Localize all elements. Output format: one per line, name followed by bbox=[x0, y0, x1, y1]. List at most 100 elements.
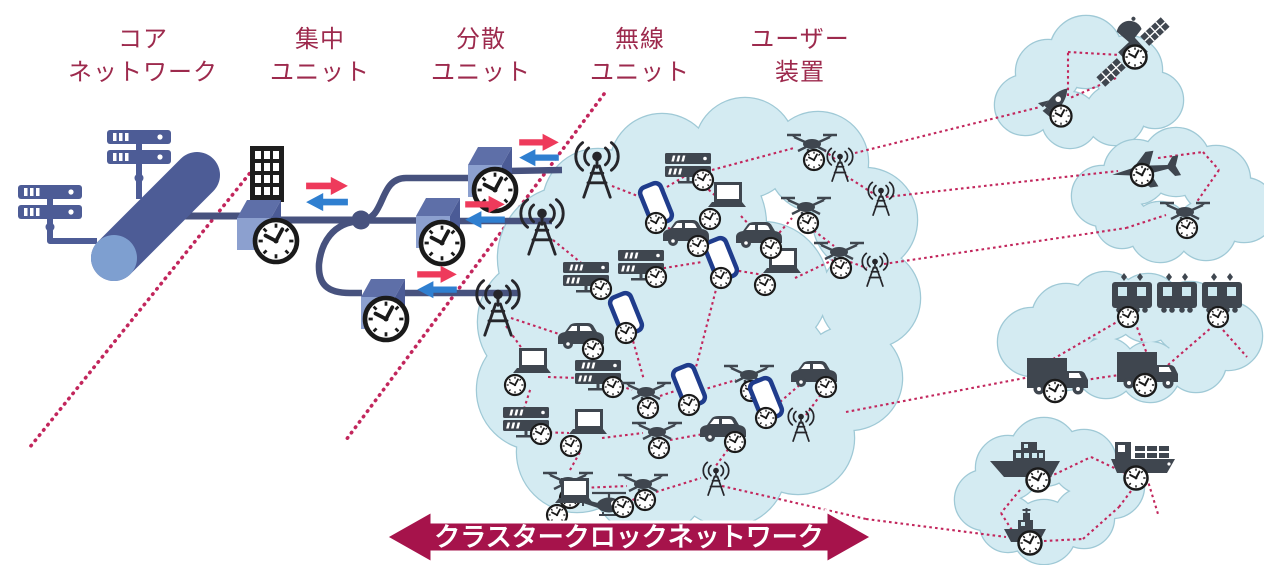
clock-icon bbox=[753, 273, 777, 297]
label-radio-unit: 無線 bbox=[615, 25, 665, 53]
cloud-shape bbox=[475, 96, 922, 538]
clock-icon bbox=[1175, 216, 1199, 240]
dotted-link bbox=[552, 239, 586, 267]
banner-label: クラスタークロックネットワーク bbox=[434, 523, 823, 553]
dotted-link bbox=[1000, 512, 1016, 536]
dotted-link bbox=[651, 260, 703, 272]
label-core-network: コア bbox=[118, 25, 168, 53]
dotted-link bbox=[794, 259, 834, 279]
label-radio-unit: ユニット bbox=[590, 58, 690, 86]
label-distributed-unit: 分散 bbox=[456, 25, 506, 53]
clock-icon bbox=[754, 406, 778, 430]
server-icon bbox=[107, 130, 171, 164]
dotted-link bbox=[701, 378, 737, 392]
dotted-link bbox=[883, 226, 1127, 266]
label-centralized-unit: ユニット bbox=[270, 58, 370, 86]
clock-icon bbox=[1122, 44, 1148, 70]
clock-icon bbox=[644, 265, 668, 289]
dotted-link bbox=[805, 389, 825, 416]
dotted-link bbox=[711, 146, 795, 172]
clock-icon bbox=[644, 211, 668, 235]
dotted-link bbox=[865, 517, 1007, 539]
dotted-link bbox=[661, 175, 686, 191]
clock-icon bbox=[796, 211, 820, 235]
section-labels: コア ネットワーク 集中 ユニット 分散 ユニット 無線 ユニット ユーザー 装… bbox=[68, 25, 850, 86]
section-separators bbox=[28, 92, 606, 449]
clock-icon bbox=[529, 422, 553, 446]
clock-icon bbox=[802, 148, 826, 172]
server-stem bbox=[47, 217, 97, 244]
dotted-link bbox=[669, 431, 710, 442]
dotted-link bbox=[522, 386, 533, 410]
label-core-network: ネットワーク bbox=[68, 58, 218, 86]
clock-icon bbox=[686, 234, 710, 258]
dotted-link bbox=[1125, 214, 1167, 229]
clock-icon bbox=[698, 207, 722, 231]
clock-icon bbox=[1129, 162, 1155, 188]
dotted-link bbox=[611, 185, 649, 201]
clock-icon bbox=[759, 236, 783, 260]
dotted-link bbox=[885, 169, 1119, 199]
clock-icon bbox=[636, 396, 660, 420]
separator-line bbox=[28, 156, 264, 449]
label-distributed-unit: ユニット bbox=[431, 58, 531, 86]
dotted-link bbox=[1043, 537, 1084, 543]
clock-icon bbox=[633, 488, 657, 512]
dotted-link bbox=[1222, 329, 1248, 358]
dotted-link bbox=[823, 149, 837, 161]
clock-icon bbox=[1116, 305, 1140, 329]
clock-icon bbox=[559, 434, 583, 458]
clock-icon bbox=[255, 220, 297, 262]
clock-icon bbox=[601, 375, 625, 399]
clock-icon bbox=[814, 375, 838, 399]
banner-double-arrow bbox=[382, 508, 876, 565]
dotted-link bbox=[845, 375, 1031, 414]
dotted-link bbox=[694, 273, 722, 368]
clock-icon bbox=[723, 430, 747, 454]
clock-icon bbox=[647, 436, 671, 460]
clock-icon bbox=[611, 495, 635, 519]
dotted-link bbox=[1000, 489, 1021, 514]
clock-icon bbox=[421, 222, 463, 264]
dotted-link bbox=[1202, 151, 1220, 171]
branch-line-top-out bbox=[505, 166, 563, 175]
label-user-equipment: 装置 bbox=[775, 58, 825, 86]
stem-knob bbox=[45, 222, 55, 232]
exchange-icon bbox=[519, 133, 559, 167]
dotted-link bbox=[1048, 456, 1092, 478]
clock-icon bbox=[1042, 378, 1068, 404]
dotted-link bbox=[854, 105, 1041, 155]
dotted-link bbox=[721, 484, 867, 521]
banner: クラスタークロックネットワーク bbox=[382, 508, 876, 565]
label-centralized-unit: 集中 bbox=[295, 25, 345, 53]
clock-icon bbox=[829, 256, 853, 280]
dotted-link bbox=[1195, 169, 1220, 204]
core-network-art bbox=[45, 152, 563, 297]
branch-line-mid bbox=[370, 217, 552, 225]
label-user-equipment: ユーザー bbox=[750, 25, 850, 53]
server-icon bbox=[18, 185, 82, 219]
clock-icon bbox=[1132, 372, 1158, 398]
cloud-shape bbox=[993, 14, 1185, 150]
cluster-clouds bbox=[475, 14, 1264, 565]
dotted-link bbox=[1047, 318, 1123, 363]
dotted-link bbox=[1157, 150, 1204, 160]
clock-icon bbox=[691, 168, 715, 192]
clock-icon bbox=[1049, 104, 1073, 128]
separator-line bbox=[344, 92, 606, 442]
clock-icon bbox=[1017, 530, 1043, 556]
building-icon bbox=[250, 146, 284, 202]
dotted-link bbox=[655, 476, 702, 494]
cloud-shape bbox=[1070, 126, 1264, 264]
dotted-link bbox=[1145, 477, 1160, 515]
clock-icon bbox=[1123, 465, 1149, 491]
branch-line-top bbox=[360, 174, 470, 224]
clock-icon bbox=[365, 298, 407, 340]
stem-knob bbox=[134, 173, 144, 183]
clock-icon bbox=[709, 266, 733, 290]
cloud-shape bbox=[953, 416, 1146, 565]
dotted-link bbox=[1167, 326, 1213, 366]
core-pipe-cap bbox=[91, 235, 137, 281]
